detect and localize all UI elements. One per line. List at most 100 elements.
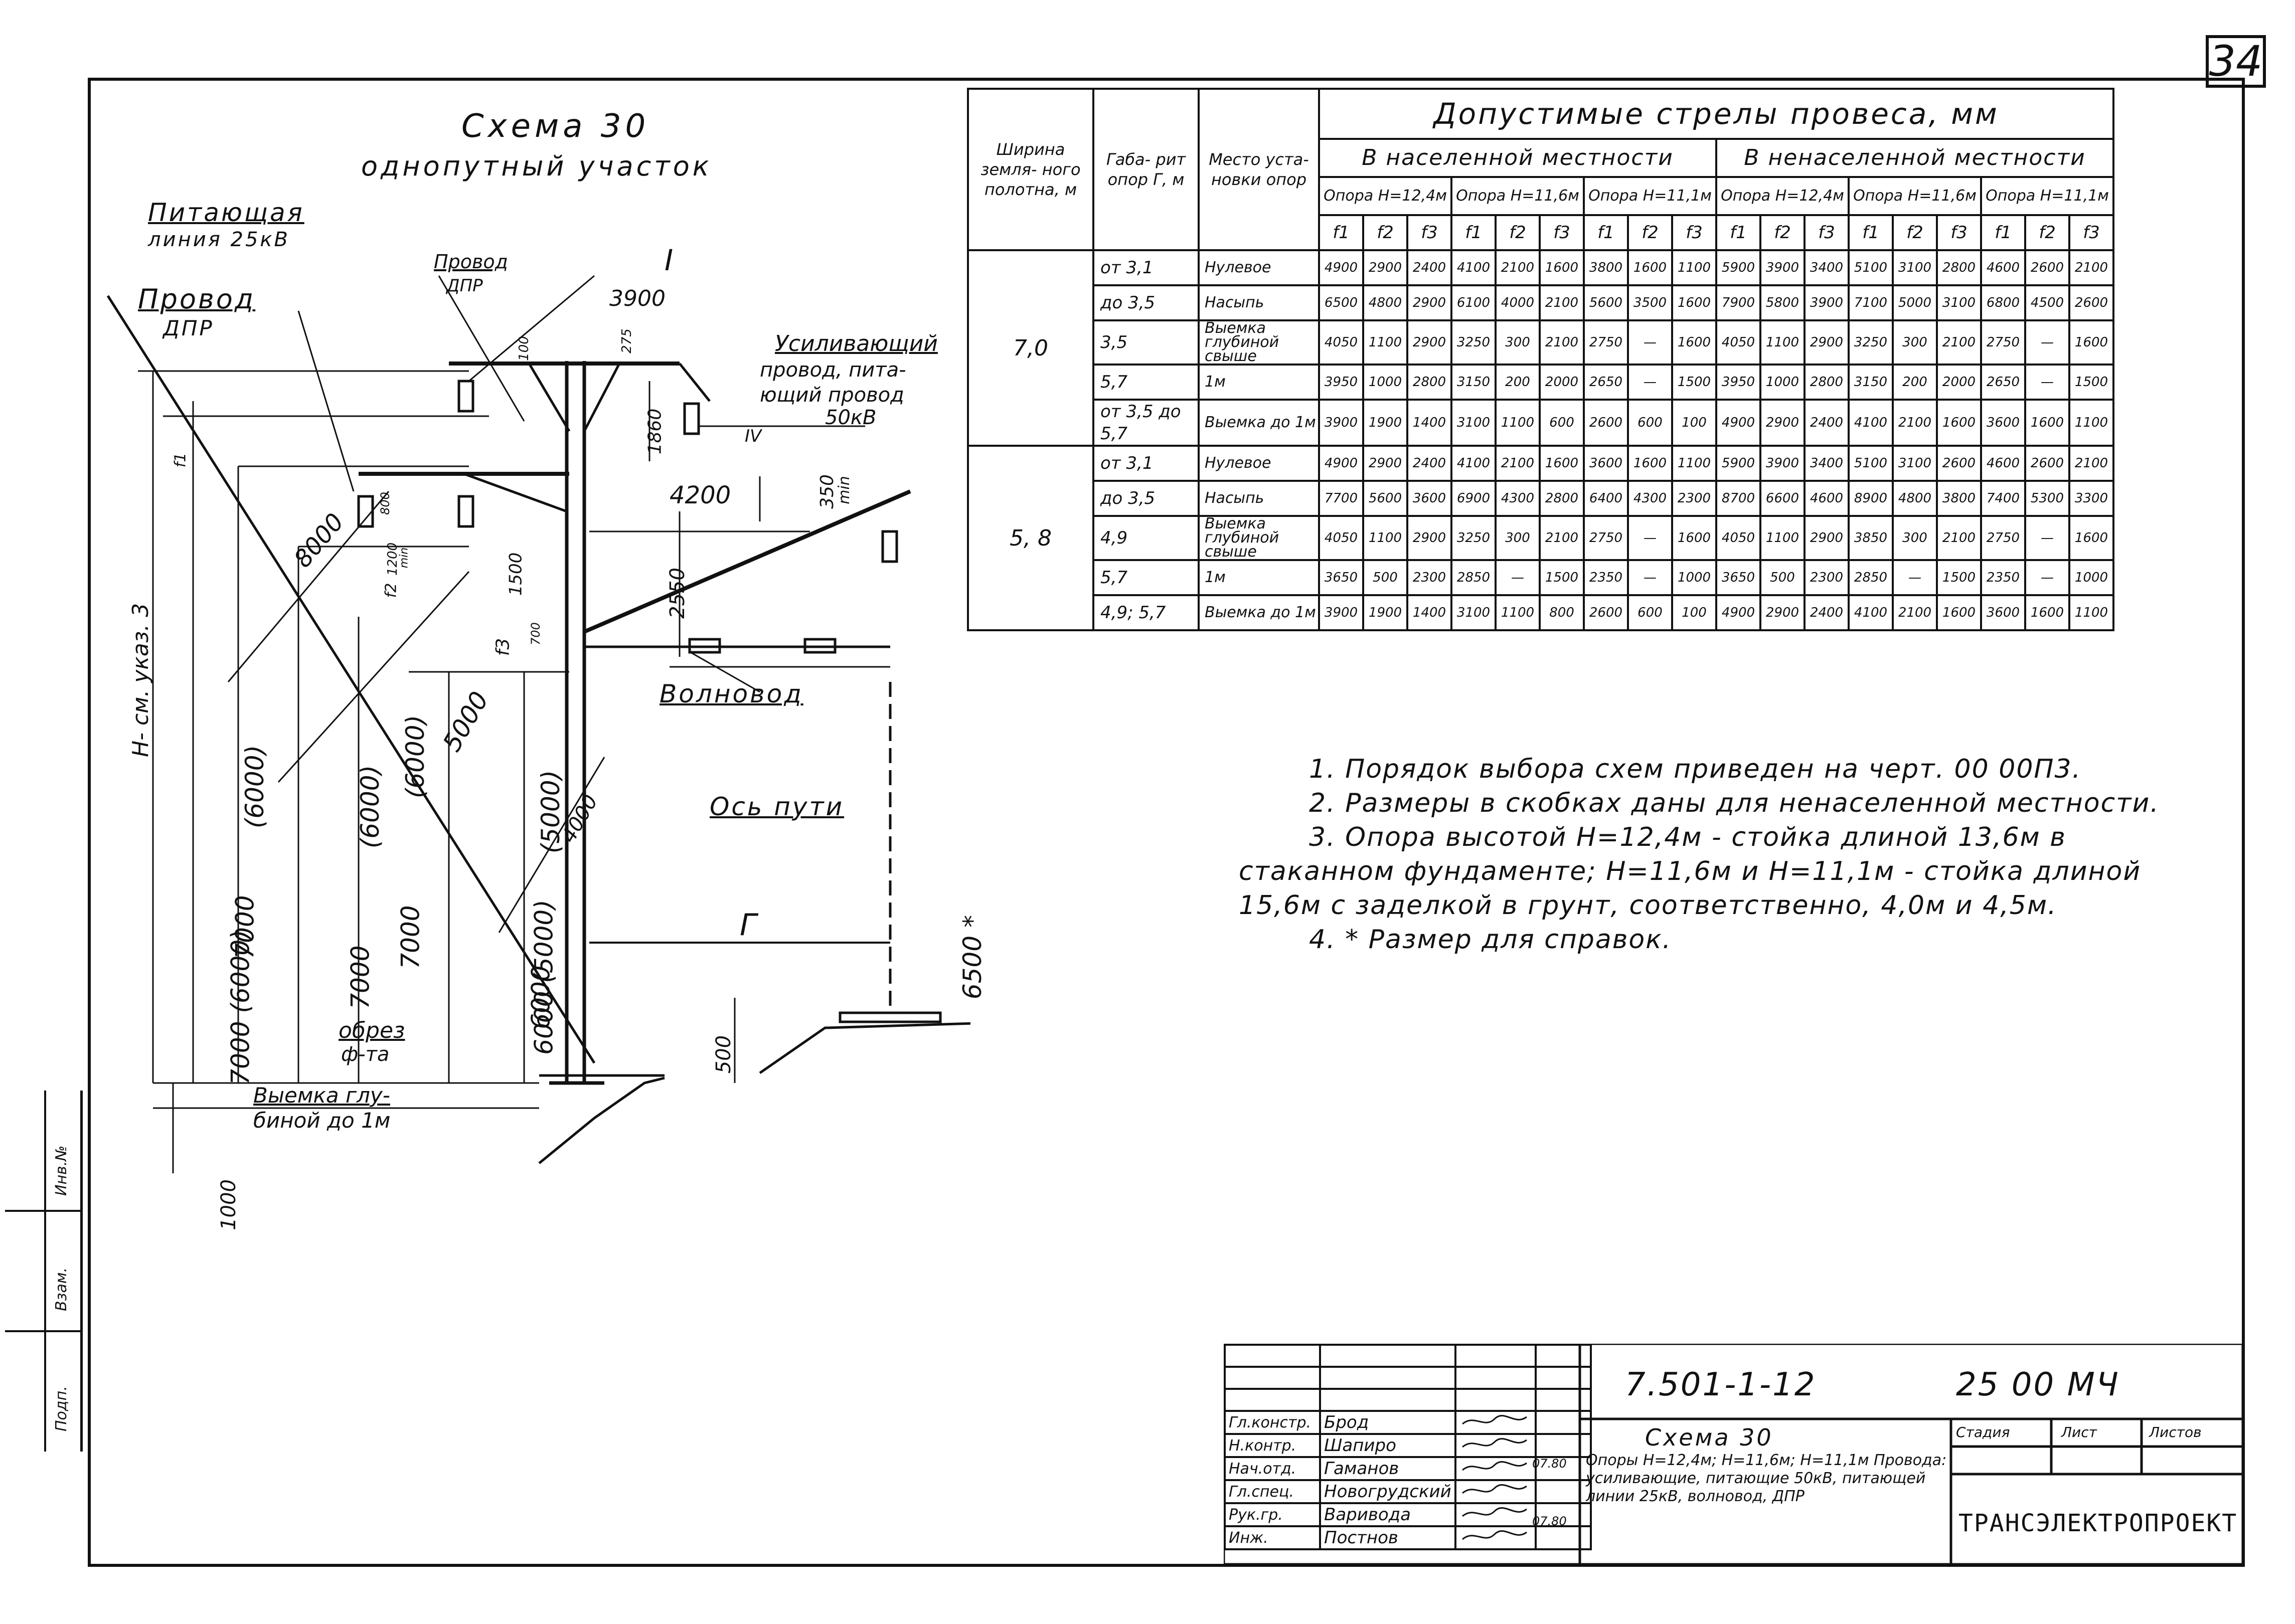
note-2: 2. Размеры в скобках даны для ненаселенн… [1309,788,2160,818]
cell-sag-value: 4100 [1848,399,1894,447]
dim-min2-text: min [398,547,411,569]
cell-sag-value: 2900 [1759,594,1806,631]
dim-6000p-3: (6000) [401,714,430,799]
cell-sag-value: 2850 [1450,559,1497,596]
tb-role: Гл.спец. [1224,1479,1321,1504]
cell-sag-value: 3100 [1936,284,1982,321]
tb-role: Рук.гр. [1224,1502,1321,1527]
leader-dpr-left [297,310,355,492]
cell-sag-value: 2900 [1804,319,1850,366]
cell-sag-value: 4100 [1450,445,1497,482]
embankment [759,1021,1081,1085]
cell-sag-value: 3400 [1804,249,1850,286]
cell-sag-value: 4900 [1715,594,1761,631]
cell-sag-value: 4600 [1804,480,1850,517]
tb-name: Варивода [1319,1502,1456,1527]
th-place: Место уста- новки опор [1198,88,1320,251]
dim-2550-text: 2550 [666,568,689,619]
cell-place: Насыпь [1198,284,1320,321]
binding-stamp-lines [5,1091,80,1452]
cell-sag-value: 1000 [1759,364,1806,401]
label-roman-4: IV [745,426,762,446]
scheme-svg [106,275,1081,1173]
cell-sag-value: 7900 [1715,284,1761,321]
tb-role: Нач.отд. [1224,1456,1321,1481]
cell-sag-value: 2400 [1804,594,1850,631]
cell-sag-value: 300 [1892,515,1938,561]
tb-signature [1454,1479,1537,1504]
th-f-label: f2 [1627,214,1673,251]
cell-sag-value: 1600 [1671,284,1717,321]
cell-sag-value: 1600 [2024,399,2070,447]
tb-empty-cell [1224,1366,1321,1390]
label-wire-dpr-left-2: ДПР [163,316,214,340]
dim-7000-6000: 7000 (6000) [226,930,255,1085]
th-sags: Допустимые стрелы провеса, мм [1318,88,2114,140]
cell-sag-value: 5100 [1848,445,1894,482]
cell-gabarit: от 3,1 [1092,249,1200,286]
cell-sag-value: 2900 [1362,249,1408,286]
tb-name: Брод [1319,1410,1456,1435]
cell-sag-value: 1900 [1362,399,1408,447]
th-f-label: f1 [1715,214,1761,251]
insulator-2 [683,402,700,435]
cell-width: 5, 8 [967,445,1094,631]
dim-6000-text: 6000 [526,965,556,1029]
tb-date-cell [1534,1433,1592,1458]
insulator-5 [881,530,898,563]
sag-table: Ширина земля- ного полотна, м Габа- рит … [967,88,2114,631]
cell-sag-value: 1500 [1539,559,1585,596]
label-edge: обрез [339,1018,405,1043]
dim-f3: f3 [493,638,514,656]
tb-role: Гл.констр. [1224,1410,1321,1435]
tb-empty-row [1224,1366,1592,1390]
cell-sag-value: — [2024,559,2070,596]
slope-line [106,295,596,1064]
cell-sag-value: 1000 [2068,559,2114,596]
cell-sag-value: 4900 [1318,445,1364,482]
dim-1500-text: 1500 [506,552,526,596]
cell-sag-value: 2650 [1980,364,2026,401]
cell-gabarit: от 3,1 [1092,445,1200,482]
th-gabarit: Габа- рит опор Г, м [1092,88,1200,251]
cell-gabarit: 3,5 [1092,319,1200,366]
dim-350-text: 350 [816,474,838,509]
cell-sag-value: — [2024,319,2070,366]
dim-7000-c: 7000 [396,905,425,969]
cell-sag-value: 3150 [1848,364,1894,401]
cell-sag-value: 2400 [1804,399,1850,447]
cell-sag-value: 500 [1759,559,1806,596]
cell-sag-value: 2400 [1406,445,1452,482]
cell-gabarit: 5,7 [1092,364,1200,401]
cell-sag-value: 1600 [2024,594,2070,631]
cell-sag-value: 6600 [1759,480,1806,517]
label-excavation: Выемка глу- [253,1083,390,1108]
cell-sag-value: 2800 [1539,480,1585,517]
tb-signature-row: Нач.отд.Гаманов [1224,1456,1592,1481]
cell-sag-value: 1100 [2068,594,2114,631]
cell-sag-value: 1600 [1539,249,1585,286]
cell-sag-value: 3150 [1450,364,1497,401]
cell-sag-value: 2800 [1804,364,1850,401]
dim-diag-8000 [227,491,390,682]
cell-sag-value: 2300 [1406,559,1452,596]
th-f-label: f2 [1759,214,1806,251]
label-excavation-2: биной до 1м [253,1108,391,1133]
tb-empty-cell [1319,1366,1456,1390]
scheme-subtitle: однопутный участок [361,150,712,182]
tb-signature-row: Гл.спец.Новогрудский [1224,1479,1592,1504]
cell-sag-value: 2600 [1583,594,1629,631]
cell-sag-value: 4050 [1318,515,1364,561]
ground-lower [538,1076,665,1164]
cell-sag-value: 2100 [1936,515,1982,561]
th-f-label: f2 [1362,214,1408,251]
tb-date-cell [1534,1456,1592,1481]
cell-sag-value: 1100 [1671,249,1717,286]
cell-sag-value: 3900 [1804,284,1850,321]
dim-7000-b: 7000 [346,945,375,1009]
